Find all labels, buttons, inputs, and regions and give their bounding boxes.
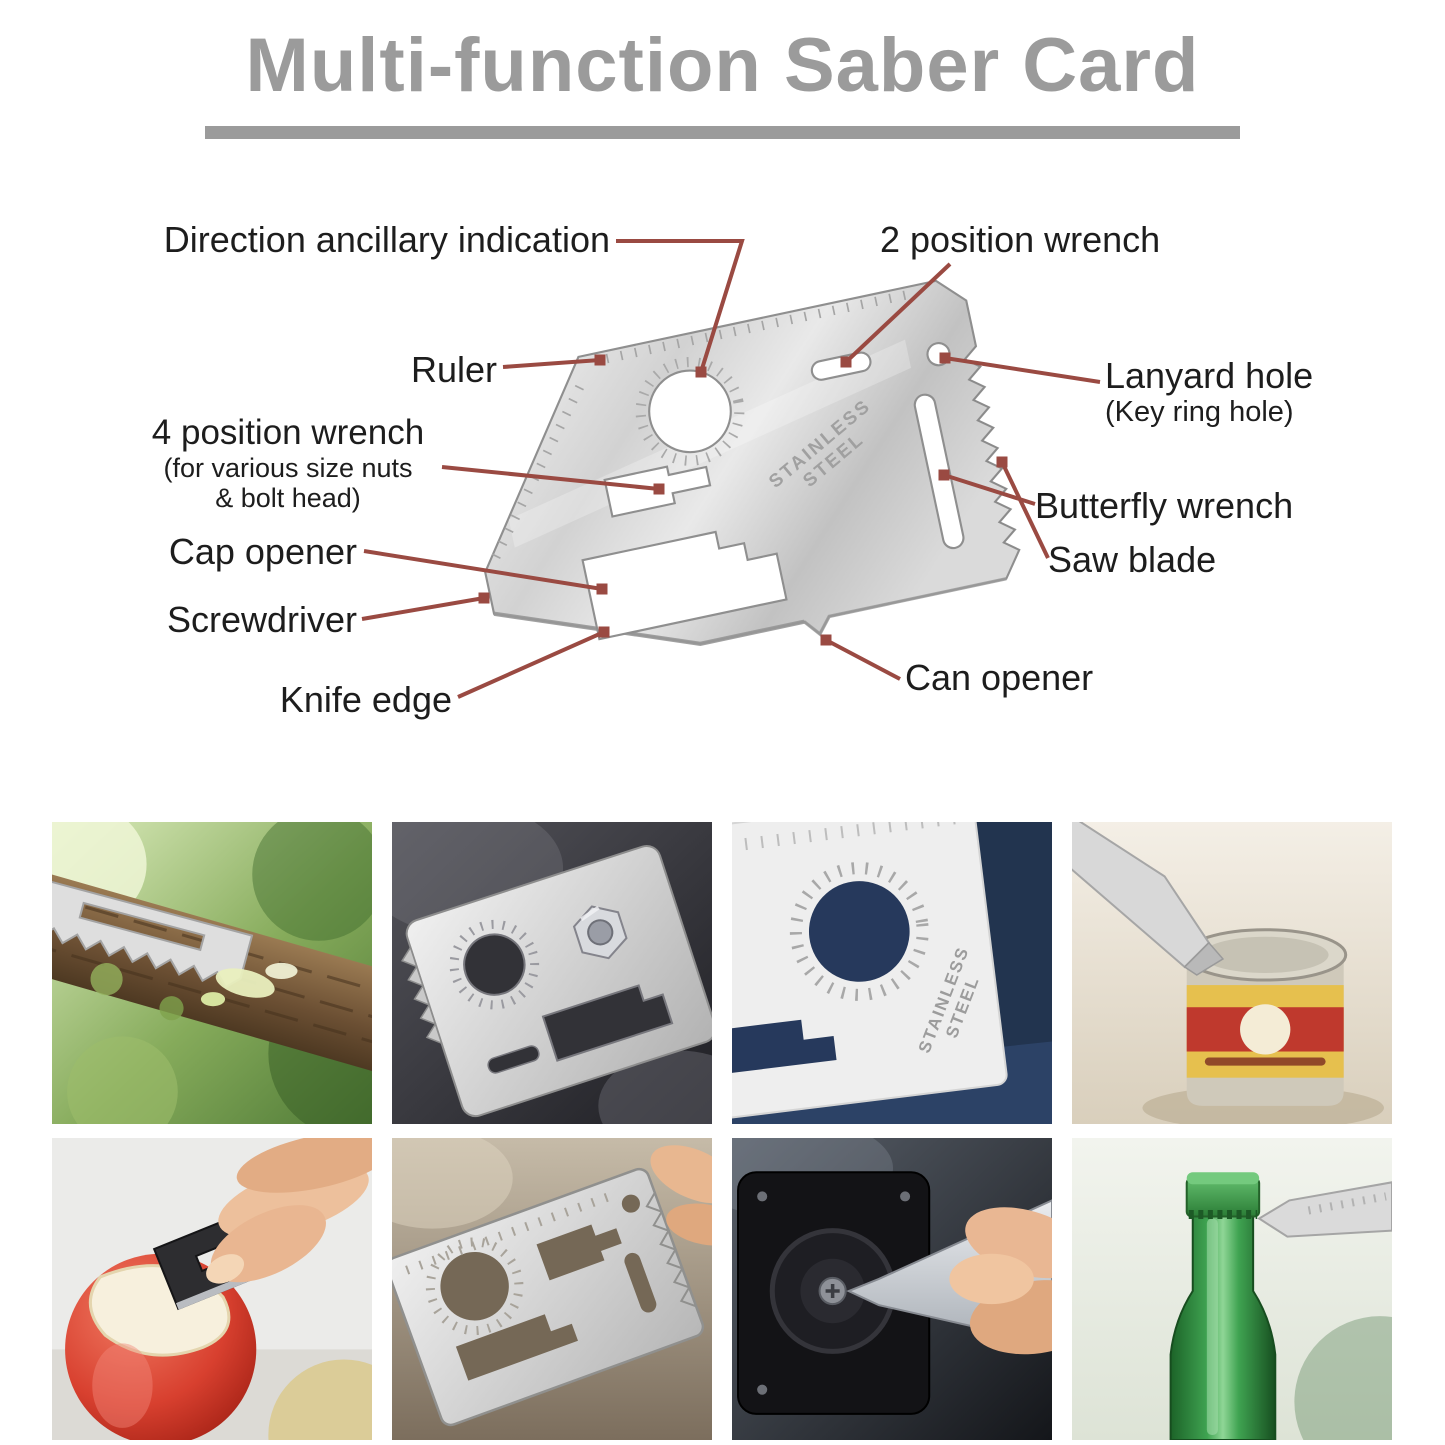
connector-screwdriver — [361, 592, 490, 621]
photo-card-ruler-stainless-steel: STAINLESS STEEL — [732, 822, 1052, 1124]
saber-card-illustration: STAINLESS STEEL — [361, 239, 1101, 699]
callout-direction-label: Direction ancillary indication — [163, 219, 610, 260]
callout-cap-opener-label: Cap opener — [168, 531, 357, 572]
can-opener-tab — [803, 577, 1007, 637]
card-closeup — [400, 844, 712, 1118]
callout-lanyard-hole-sub: (Key ring hole) — [1105, 395, 1294, 428]
callout-butterfly-wrench-label: Butterfly wrench — [1035, 485, 1294, 526]
callout-four-position-wrench-label: 4 position wrench — [151, 413, 425, 452]
callout-four-position-wrench: 4 position wrench (for various size nuts… — [138, 413, 438, 513]
callout-two-position-wrench-label: 2 position wrench — [880, 219, 1161, 260]
photo-opening-tin-can — [1072, 822, 1392, 1124]
card-flat: STAINLESS STEEL — [732, 822, 1008, 1124]
callout-knife-edge: Knife edge — [280, 680, 452, 720]
connector-ruler — [502, 354, 606, 369]
callout-knife-edge-label: Knife edge — [279, 679, 452, 720]
connector-can-opener — [820, 634, 901, 681]
connector-lanyard-hole — [939, 352, 1101, 384]
callout-four-position-wrench-sub2: & bolt head) — [215, 482, 361, 513]
title-underline — [205, 126, 1240, 139]
connector-cap-opener — [363, 549, 608, 595]
photo-peeling-apple — [52, 1138, 372, 1440]
callout-butterfly-wrench: Butterfly wrench — [1035, 486, 1293, 526]
callout-direction: Direction ancillary indication — [164, 220, 610, 260]
connector-knife-edge — [457, 626, 610, 699]
callout-four-position-wrench-sub1: (for various size nuts — [163, 452, 413, 483]
callout-lanyard-hole: Lanyard hole (Key ring hole) — [1105, 356, 1313, 428]
bottle — [1169, 1172, 1277, 1440]
usage-photo-gallery: STAINLESS STEEL — [52, 822, 1392, 1440]
hand — [949, 1207, 1052, 1355]
callout-ruler: Ruler — [411, 350, 497, 390]
photo-card-closeup-with-nut — [392, 822, 712, 1124]
cap-opener-window — [581, 530, 788, 641]
photo-driving-screw-on-device — [732, 1138, 1052, 1440]
opener-card — [1257, 1181, 1392, 1238]
photo-opening-green-bottle — [1072, 1138, 1392, 1440]
saw-blade-teeth — [964, 345, 1020, 551]
callout-screwdriver-label: Screwdriver — [166, 599, 357, 640]
callout-can-opener-label: Can opener — [905, 657, 1094, 698]
callout-connectors — [361, 239, 1101, 699]
photo-card-on-wood-surface — [392, 1138, 712, 1440]
fingers — [650, 1145, 712, 1246]
callout-screwdriver: Screwdriver — [167, 600, 357, 640]
saber-card: STAINLESS STEEL — [484, 279, 1021, 646]
connector-direction — [616, 239, 745, 378]
photo-sawing-tree-branch — [52, 822, 372, 1124]
full-card — [392, 1167, 705, 1427]
direction-hole — [648, 369, 732, 454]
connector-four-position-wrench — [441, 465, 665, 495]
connector-saw-blade — [996, 456, 1050, 559]
callout-ruler-label: Ruler — [410, 349, 497, 390]
bolt-and-nut — [572, 905, 628, 960]
opener-card — [1072, 822, 1225, 976]
callout-cap-opener: Cap opener — [169, 532, 357, 572]
callout-can-opener: Can opener — [905, 658, 1093, 698]
tin-can — [1183, 928, 1348, 1106]
knife-edge — [493, 611, 805, 646]
page-title: Multi-function Saber Card — [245, 23, 1200, 108]
callout-saw-blade: Saw blade — [1048, 540, 1216, 580]
hand — [206, 1138, 372, 1284]
callout-saw-blade-label: Saw blade — [1048, 539, 1217, 580]
callout-two-position-wrench: 2 position wrench — [880, 220, 1160, 260]
connector-two-position-wrench — [840, 262, 952, 368]
callout-lanyard-hole-label: Lanyard hole — [1105, 355, 1314, 396]
